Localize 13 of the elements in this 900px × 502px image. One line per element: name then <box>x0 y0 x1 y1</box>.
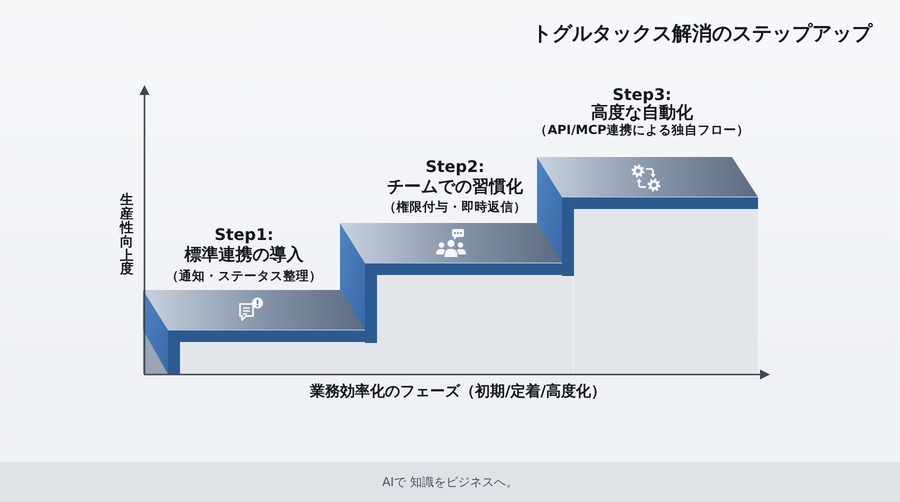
step-subtitle: （通知・ステータス整理） <box>166 268 322 283</box>
step-title: 標準連携の導入 <box>184 246 304 266</box>
diagram-title: トグルタックス解消のステップアップ <box>532 22 872 45</box>
step-number: Step2: <box>426 158 484 177</box>
tagline: AIで 知識をビジネスへ。 <box>382 476 518 490</box>
step-subtitle: （API/MCP連携による独自フロー） <box>534 122 750 137</box>
step-number: Step1: <box>214 226 274 245</box>
step-title: チームでの習慣化 <box>387 178 523 198</box>
axis-label: 業務効率化のフェーズ（初期/定着/高度化） <box>310 383 606 400</box>
step-number: Step3: <box>612 86 672 104</box>
step-title: 高度な自動化 <box>591 104 693 123</box>
step-subtitle: （権限付与・即時返信） <box>384 200 526 214</box>
axis-label: 生産性向上度 <box>120 194 134 278</box>
